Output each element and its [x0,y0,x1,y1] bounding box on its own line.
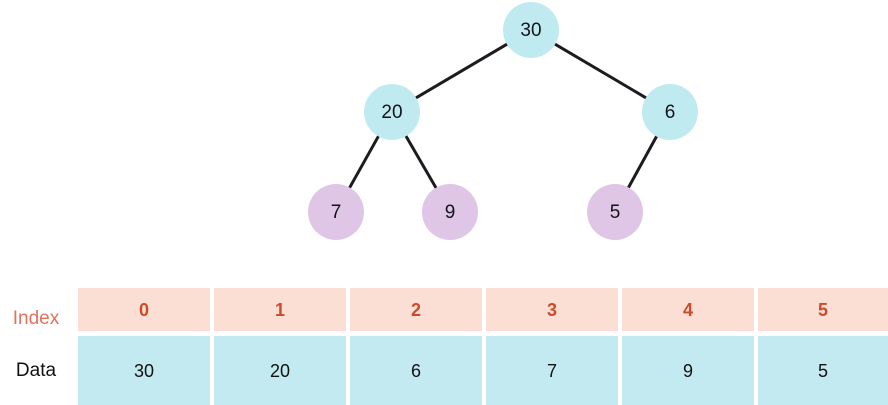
tree-node-5[interactable]: 5 [587,184,643,240]
data-cell-value: 20 [269,360,291,381]
data-cell-value: 7 [546,360,557,381]
tree-edge [552,41,649,101]
tree-node-label: 9 [444,201,456,223]
data-cell-value: 9 [682,360,693,381]
tree-edges-layer [347,41,659,191]
index-cell-value: 4 [682,299,693,320]
data-cell[interactable]: 20 [214,336,346,405]
data-cell[interactable]: 5 [758,336,888,405]
data-cell[interactable]: 6 [350,336,482,405]
index-cell[interactable]: 2 [350,288,482,331]
index-cell[interactable]: 1 [214,288,346,331]
index-row-label: Index [12,307,60,329]
tree-node-label: 6 [664,101,676,123]
tree-node-9[interactable]: 9 [422,184,478,240]
index-cell-value: 0 [138,299,149,320]
data-cell[interactable]: 7 [486,336,618,405]
data-cell[interactable]: 30 [78,336,210,405]
index-cell[interactable]: 0 [78,288,210,331]
binary-tree-diagram: 30 20 6 7 9 5 [308,2,698,240]
index-cell-value: 3 [546,299,557,320]
tree-node-label: 30 [520,19,542,41]
index-cell[interactable]: 5 [758,288,888,331]
data-row-label: Data [15,359,57,381]
tree-node-20[interactable]: 20 [364,84,420,140]
tree-node-label: 5 [609,201,621,223]
tree-node-6[interactable]: 6 [642,84,698,140]
tree-node-label: 20 [381,101,403,123]
tree-edge [413,41,510,101]
data-cell-value: 6 [410,360,421,381]
tree-edge [347,133,381,191]
tree-node-7[interactable]: 7 [308,184,364,240]
data-cell-value: 30 [133,360,155,381]
index-cell-value: 5 [817,299,828,320]
tree-edge [403,133,439,191]
data-cell-value: 5 [817,360,828,381]
tree-edge-group [347,41,659,191]
tree-node-30[interactable]: 30 [503,2,559,58]
array-representation-table: Index Data 0 1 2 3 4 5 30 20 6 7 9 5 [0,288,888,405]
data-cell[interactable]: 9 [622,336,754,405]
tree-edge [626,134,659,190]
index-cell-value: 1 [274,299,285,320]
index-cell-value: 2 [410,299,421,320]
index-cell[interactable]: 4 [622,288,754,331]
index-cell[interactable]: 3 [486,288,618,331]
tree-node-label: 7 [330,201,342,223]
